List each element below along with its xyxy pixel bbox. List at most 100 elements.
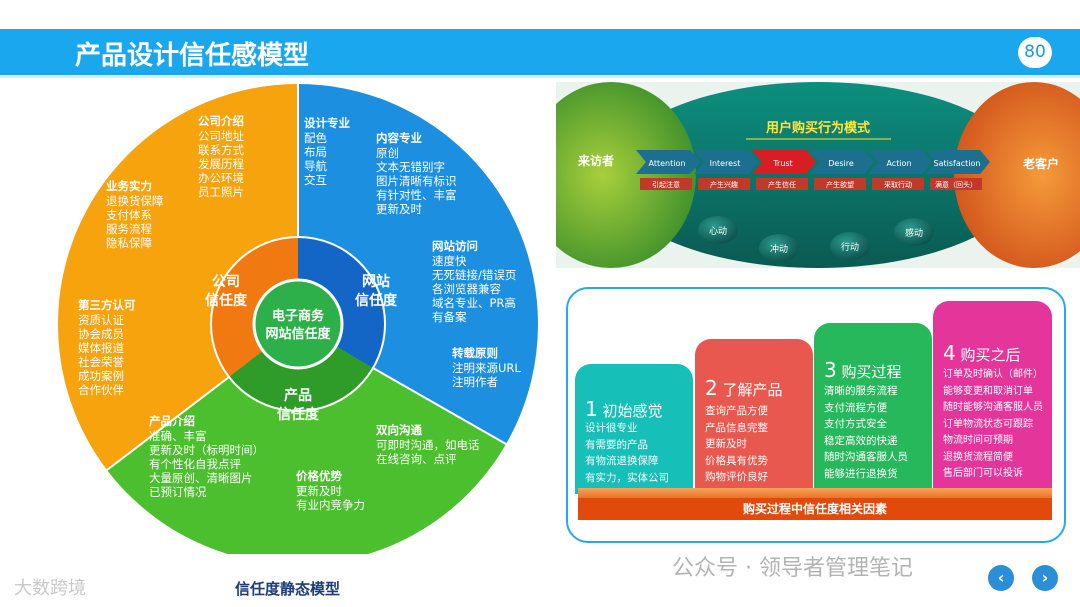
design-item: 导航 bbox=[304, 159, 327, 173]
price-item: 有业内竞争力 bbox=[296, 498, 365, 512]
next-slide-button[interactable]: › bbox=[1032, 565, 1058, 591]
design-item: 交互 bbox=[304, 173, 327, 187]
stage-line: 能够变更和取消订单 bbox=[943, 385, 1033, 397]
stage-line: 查询产品方便 bbox=[705, 405, 768, 417]
third-party-item: 合作伙伴 bbox=[78, 383, 124, 397]
price-item: 更新及时 bbox=[296, 484, 342, 498]
business-title: 业务实力 bbox=[106, 179, 152, 193]
communication-item: 可即时沟通，如电话 bbox=[376, 438, 480, 452]
content-item: 文本无错别字 bbox=[376, 160, 445, 174]
inner-company-2: 信任度 bbox=[205, 292, 248, 309]
sector-product bbox=[107, 324, 506, 565]
access-item: 有备案 bbox=[432, 310, 467, 324]
repost-title: 转载原则 bbox=[452, 346, 498, 360]
stage-line: 稳定高效的快递 bbox=[824, 434, 898, 447]
stage-line: 价格具有优势 bbox=[705, 454, 768, 467]
funnel-step-cn: 产生兴趣 bbox=[710, 180, 738, 189]
communication-title: 双向沟通 bbox=[375, 423, 422, 437]
stage-1: 1 初始感觉 设计很专业 有需要的产品 有物流退换保障 有实力，实体公司 bbox=[575, 364, 693, 494]
company-intro-item: 员工照片 bbox=[198, 185, 244, 199]
stage-line: 订单及时确认（邮件） bbox=[943, 369, 1043, 380]
funnel-step-cn: 满意（回头） bbox=[935, 180, 977, 189]
funnel-step-en: Trust bbox=[772, 159, 792, 168]
funnel-bubble-label: 心动 bbox=[709, 226, 727, 237]
content-item: 有针对性、丰富 bbox=[376, 188, 457, 202]
funnel-bubble bbox=[830, 232, 870, 260]
third-party-item: 社会荣誉 bbox=[78, 355, 124, 369]
stage-2: 2 了解产品 查询产品方便 产品信息完整 更新及时 价格具有优势 购物评价良好 bbox=[695, 339, 813, 494]
funnel-step-en: Desire bbox=[828, 159, 854, 168]
stage-base-highlight bbox=[578, 488, 1052, 500]
funnel-step-arrow bbox=[810, 150, 874, 174]
stage-line: 支付方式安全 bbox=[824, 418, 887, 430]
brand-logo-text: 大数跨境 bbox=[14, 578, 86, 599]
design-title: 设计专业 bbox=[304, 116, 350, 130]
third-party-item: 媒体报道 bbox=[78, 341, 124, 355]
title-underline bbox=[0, 75, 1080, 78]
stage-title: 了解产品 bbox=[722, 381, 783, 399]
funnel-step-cn: 采取行动 bbox=[884, 180, 912, 189]
funnel-bubble bbox=[759, 234, 799, 262]
stage-number: 4 bbox=[943, 341, 956, 365]
stage-line: 订单物流状态可跟踪 bbox=[943, 418, 1033, 430]
funnel-step-arrow bbox=[926, 150, 990, 174]
stage-title: 购买之后 bbox=[960, 346, 1021, 364]
content-item: 原创 bbox=[376, 146, 399, 160]
inner-product-2: 信任度 bbox=[277, 406, 320, 423]
stage-line: 有物流退换保障 bbox=[585, 455, 659, 467]
stage-line: 能够进行退换货 bbox=[824, 467, 898, 480]
center-label-1: 电子商务 bbox=[272, 308, 325, 324]
funnel-step-cn-box bbox=[640, 178, 692, 190]
stage-line: 物流时间可预期 bbox=[943, 435, 1013, 446]
stage-number: 1 bbox=[585, 397, 598, 421]
company-intro-title: 公司介绍 bbox=[198, 114, 244, 128]
business-item: 隐私保障 bbox=[106, 236, 152, 250]
stage-title: 购买过程 bbox=[841, 363, 902, 381]
access-title: 网站访问 bbox=[432, 239, 478, 253]
price-title: 价格优势 bbox=[296, 469, 342, 483]
stage-line: 随时沟通客服人员 bbox=[824, 451, 908, 463]
stage-line: 退换货流程简便 bbox=[943, 451, 1013, 463]
third-party-title: 第三方认可 bbox=[78, 298, 136, 312]
third-party-item: 协会成员 bbox=[78, 327, 124, 341]
funnel-left-label: 来访者 bbox=[577, 153, 614, 168]
funnel-title: 用户购买行为模式 bbox=[765, 120, 870, 136]
stage-number: 2 bbox=[705, 376, 718, 400]
company-intro-item: 联系方式 bbox=[198, 143, 244, 157]
product-intro-item: 已预订情况 bbox=[149, 485, 207, 499]
inner-website-2: 信任度 bbox=[355, 292, 398, 309]
stage-line: 售后部门可以投诉 bbox=[943, 468, 1023, 479]
funnel-step-cn: 引起注意 bbox=[652, 180, 680, 189]
design-item: 配色 bbox=[304, 131, 327, 145]
company-intro-item: 公司地址 bbox=[198, 129, 244, 143]
repost-item: 注明作者 bbox=[452, 375, 498, 389]
stage-line: 支付流程方便 bbox=[824, 401, 887, 414]
funnel-step-cn-box bbox=[930, 178, 982, 190]
stage-3: 3 购买过程 清晰的服务流程 支付流程方便 支付方式安全 稳定高效的快递 随时沟… bbox=[814, 323, 932, 494]
access-item: 域名专业、PR高 bbox=[432, 296, 516, 310]
funnel-right-label: 老客户 bbox=[1023, 156, 1059, 171]
funnel-step-cn-box bbox=[872, 178, 924, 190]
page-title: 产品设计信任感模型 bbox=[75, 41, 310, 71]
content-item: 图片清晰有标识 bbox=[376, 174, 457, 188]
company-intro-item: 发展历程 bbox=[198, 157, 244, 171]
product-intro-item: 有个性化自我点评 bbox=[149, 457, 241, 471]
stage-line: 有需要的产品 bbox=[585, 438, 648, 451]
stage-line: 有实力，实体公司 bbox=[585, 471, 669, 484]
funnel-bubble bbox=[698, 216, 738, 244]
funnel-step-en: Interest bbox=[710, 159, 741, 168]
third-party-item: 成功案例 bbox=[78, 369, 124, 383]
inner-product-1: 产品 bbox=[284, 387, 312, 404]
inner-website-1: 网站 bbox=[362, 273, 390, 290]
access-item: 速度快 bbox=[432, 254, 467, 268]
stages-footer: 购买过程中信任度相关因素 bbox=[578, 498, 1052, 520]
content-item: 更新及时 bbox=[376, 202, 422, 216]
funnel-bubble bbox=[894, 218, 934, 246]
prev-slide-button[interactable]: ‹ bbox=[988, 565, 1014, 591]
title-bar: 产品设计信任感模型 bbox=[0, 29, 1080, 75]
center-label-2: 网站信任度 bbox=[265, 326, 331, 342]
funnel-step-arrow bbox=[868, 150, 932, 174]
access-item: 无死链接/错误页 bbox=[432, 268, 516, 282]
inner-company-1: 公司 bbox=[212, 274, 240, 290]
product-intro-item: 大量原创、清晰图片 bbox=[149, 471, 253, 485]
